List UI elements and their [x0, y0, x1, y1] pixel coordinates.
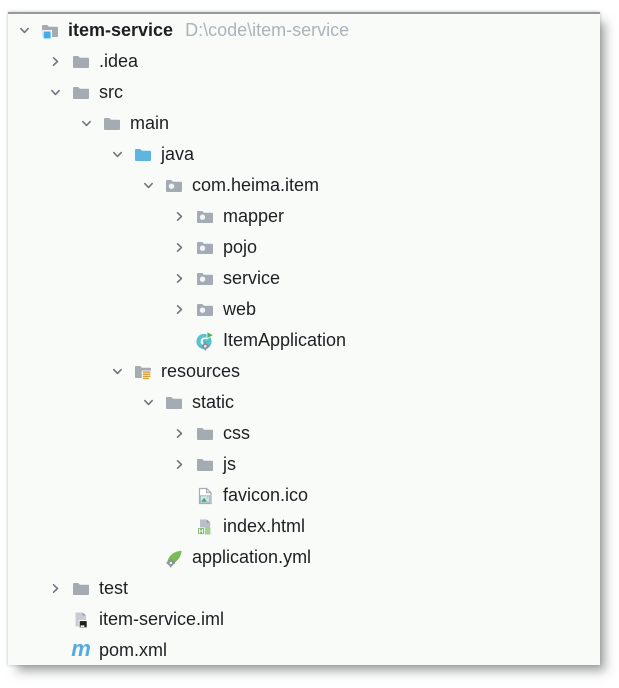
chevron-expanded-icon[interactable]	[107, 145, 127, 165]
project-folder-icon	[40, 21, 60, 41]
project-path: D:\code\item-service	[185, 20, 350, 40]
chevron-collapsed-icon[interactable]	[45, 52, 65, 72]
row-label: js	[223, 454, 236, 474]
tree-row-idea[interactable]: .idea	[8, 46, 600, 77]
row-label: com.heima.item	[192, 175, 320, 195]
package-folder-icon	[195, 269, 215, 289]
package-folder-icon	[164, 176, 184, 196]
chevron-collapsed-icon[interactable]	[169, 300, 189, 320]
chevron-expanded-icon[interactable]	[138, 393, 158, 413]
row-label: index.html	[223, 516, 306, 536]
row-label: pojo	[223, 237, 258, 257]
row-label: mapper	[223, 206, 285, 226]
tree-row-static[interactable]: static	[8, 387, 600, 418]
chevron-collapsed-icon[interactable]	[169, 238, 189, 258]
spring-config-file-icon	[164, 548, 184, 568]
row-label: web	[223, 299, 257, 319]
chevron-spacer	[45, 641, 65, 661]
folder-icon	[102, 114, 122, 134]
maven-file-icon: m	[71, 636, 91, 661]
java-main-class-icon: C	[195, 330, 215, 351]
row-label: resources	[161, 361, 241, 381]
row-label: css	[223, 423, 250, 443]
package-folder-icon	[195, 207, 215, 227]
row-label: favicon.ico	[223, 485, 309, 505]
tree-row-favicon-ico[interactable]: favicon.ico	[8, 480, 600, 511]
row-label: ItemApplication	[223, 330, 347, 350]
tree-row-pom-xml[interactable]: m pom.xml	[8, 635, 600, 666]
package-folder-icon	[195, 300, 215, 320]
row-label: .idea	[99, 51, 139, 71]
folder-icon	[195, 455, 215, 475]
package-folder-icon	[195, 238, 215, 258]
tree-row-service[interactable]: service	[8, 263, 600, 294]
chevron-expanded-icon[interactable]	[76, 114, 96, 134]
tree-row-item-service-iml[interactable]: item-service.iml	[8, 604, 600, 635]
tree-row-itemapplication[interactable]: C ItemApplication	[8, 325, 600, 356]
tree-row-web[interactable]: web	[8, 294, 600, 325]
chevron-collapsed-icon[interactable]	[169, 424, 189, 444]
tree-row-application-yml[interactable]: application.yml	[8, 542, 600, 573]
svg-text:H: H	[199, 528, 204, 535]
resources-folder-icon	[133, 362, 153, 382]
chevron-collapsed-icon[interactable]	[169, 455, 189, 475]
chevron-spacer	[169, 486, 189, 506]
tree-row-test[interactable]: test	[8, 573, 600, 604]
row-label: service	[223, 268, 281, 288]
svg-text:C: C	[200, 336, 208, 348]
chevron-expanded-icon[interactable]	[14, 21, 34, 41]
row-label: pom.xml	[99, 640, 168, 660]
tree-row-js[interactable]: js	[8, 449, 600, 480]
chevron-expanded-icon[interactable]	[45, 83, 65, 103]
image-file-icon	[195, 486, 215, 506]
row-label: test	[99, 578, 129, 598]
row-label: item-service.iml	[99, 609, 225, 629]
tree-row-main[interactable]: main	[8, 108, 600, 139]
project-tree: item-service D:\code\item-service .idea src…	[8, 15, 600, 666]
folder-icon	[71, 83, 91, 103]
folder-icon	[195, 424, 215, 444]
tree-row-com-heima-item[interactable]: com.heima.item	[8, 170, 600, 201]
chevron-collapsed-icon[interactable]	[45, 579, 65, 599]
tree-row-pojo[interactable]: pojo	[8, 232, 600, 263]
chevron-spacer	[138, 548, 158, 568]
chevron-collapsed-icon[interactable]	[169, 207, 189, 227]
source-folder-icon	[133, 145, 153, 165]
tree-row-java[interactable]: java	[8, 139, 600, 170]
chevron-spacer	[169, 517, 189, 537]
module-file-icon	[71, 610, 91, 630]
chevron-spacer	[45, 610, 65, 630]
chevron-expanded-icon[interactable]	[138, 176, 158, 196]
tree-row-src[interactable]: src	[8, 77, 600, 108]
row-label: java	[161, 144, 195, 164]
chevron-spacer	[169, 331, 189, 351]
chevron-expanded-icon[interactable]	[107, 362, 127, 382]
row-label: main	[130, 113, 170, 133]
folder-icon	[71, 579, 91, 599]
row-label: application.yml	[192, 547, 312, 567]
tree-row-item-service[interactable]: item-service D:\code\item-service	[8, 15, 600, 46]
project-tree-panel: item-service D:\code\item-service .idea src…	[8, 12, 600, 665]
folder-icon	[164, 393, 184, 413]
tree-row-resources[interactable]: resources	[8, 356, 600, 387]
row-label: static	[192, 392, 235, 412]
folder-icon	[71, 52, 91, 72]
html-file-icon: H	[195, 517, 215, 537]
row-label: src	[99, 82, 123, 102]
tree-row-css[interactable]: css	[8, 418, 600, 449]
tree-row-mapper[interactable]: mapper	[8, 201, 600, 232]
chevron-collapsed-icon[interactable]	[169, 269, 189, 289]
row-label: item-service	[68, 20, 174, 40]
